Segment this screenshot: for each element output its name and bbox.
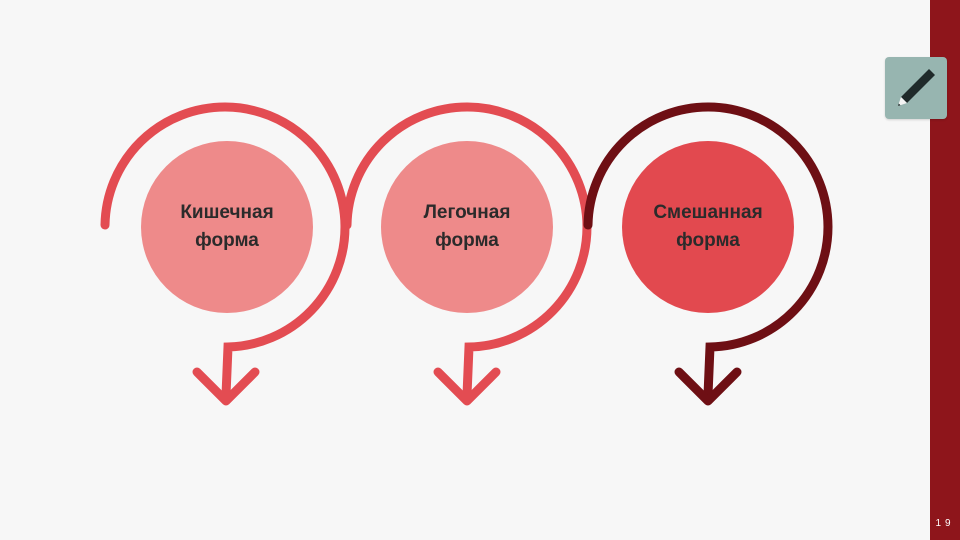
node-label-1-line1: Кишечная <box>180 202 274 223</box>
node-label-2: Легочная форма <box>382 199 552 255</box>
process-node-1 <box>100 102 350 406</box>
node-label-3: Смешанная форма <box>623 199 793 255</box>
pen-tool-button[interactable] <box>885 57 947 119</box>
node-label-2-line1: Легочная <box>423 202 511 223</box>
node-circle-2 <box>381 141 553 313</box>
node-label-1: Кишечная форма <box>142 199 312 255</box>
curved-arrow-2 <box>342 102 592 400</box>
curved-arrow-1 <box>100 102 350 400</box>
slide-number: 19 <box>935 518 955 529</box>
process-node-2 <box>342 102 592 406</box>
curved-arrow-3 <box>583 102 833 400</box>
node-label-1-line2: форма <box>195 230 259 251</box>
pen-icon <box>898 69 935 106</box>
node-circle-1 <box>141 141 313 313</box>
node-label-2-line2: форма <box>435 230 499 251</box>
process-diagram <box>100 102 833 406</box>
arrow-head-3 <box>674 367 742 406</box>
arrow-head-2 <box>433 367 501 406</box>
arrow-head-1 <box>192 367 260 406</box>
process-node-3 <box>583 102 833 406</box>
node-label-3-line2: форма <box>676 230 740 251</box>
node-label-3-line1: Смешанная <box>653 202 763 223</box>
node-circle-3 <box>622 141 794 313</box>
